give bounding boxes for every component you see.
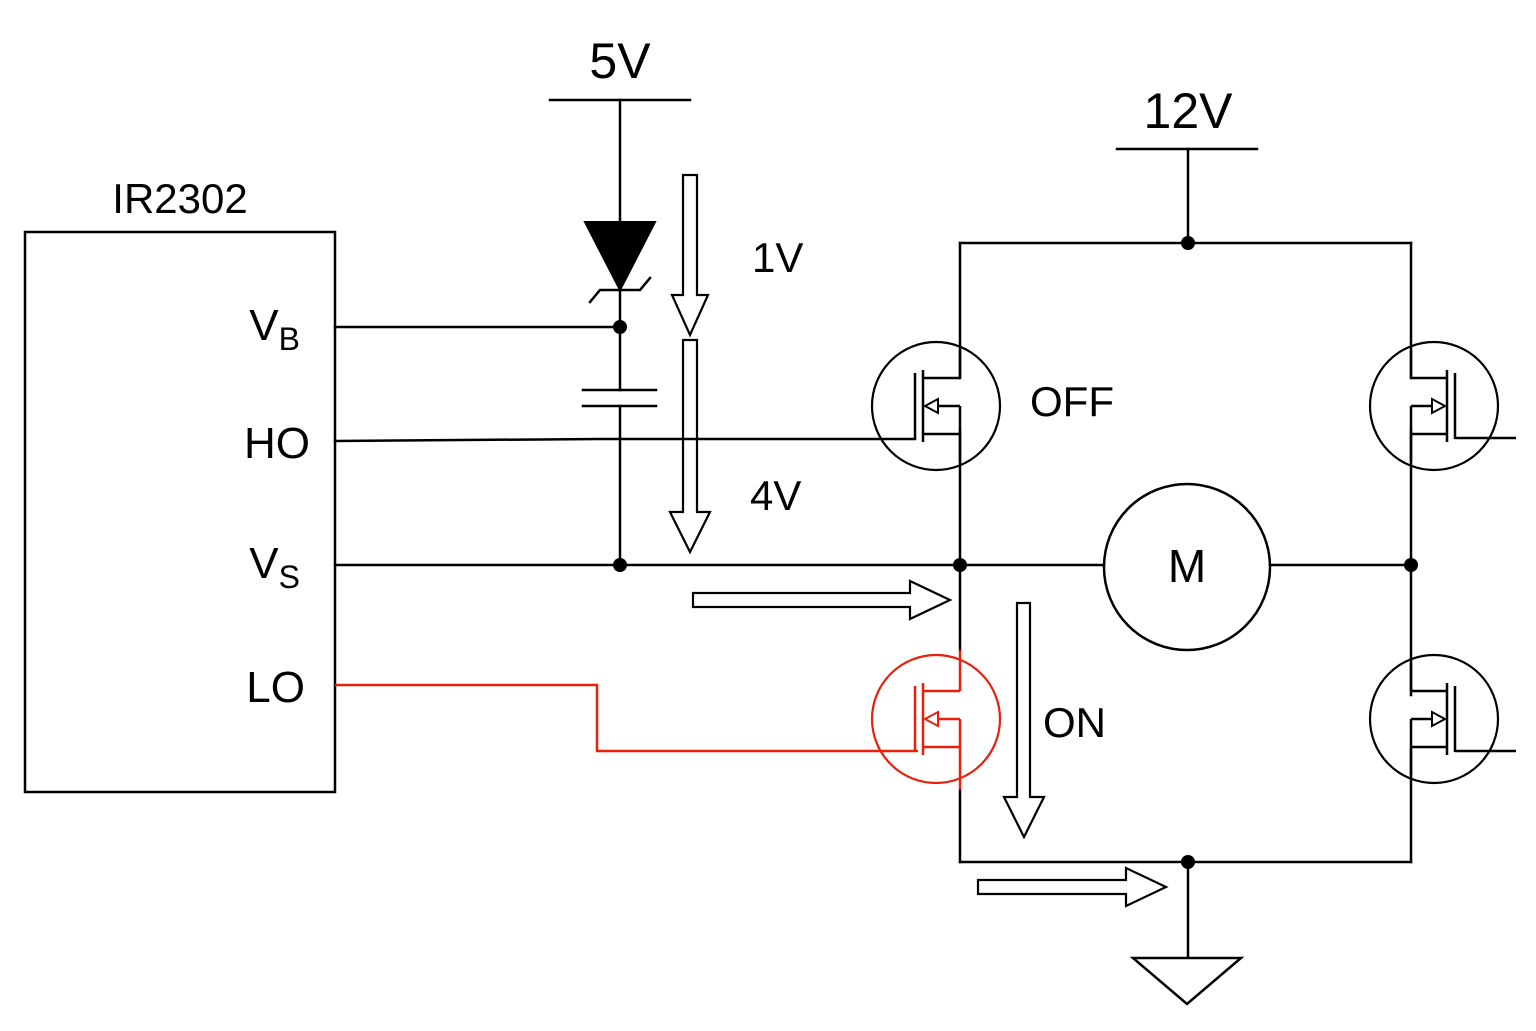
ground-symbol — [1129, 956, 1245, 1006]
driver-chip: IR2302 VB HO VS LO — [23, 175, 337, 794]
junction-right-mid — [1404, 558, 1418, 572]
gate-drive-wires — [333, 437, 962, 753]
mosfet-low-side-right — [1368, 653, 1516, 785]
pin-vs-sub: S — [279, 559, 300, 595]
arrow-down-low-side — [1002, 601, 1046, 840]
pin-vb-label: VB — [249, 301, 300, 357]
wire-ho — [333, 437, 917, 443]
pin-vs-main: V — [249, 539, 279, 588]
drop-1v-label: 1V — [752, 234, 803, 281]
pin-ho-label: HO — [244, 419, 310, 468]
h-bridge: 12V M — [953, 83, 1418, 1006]
diode-body — [583, 221, 657, 293]
voltage-drop-indicators: 1V 4V — [668, 173, 1169, 908]
pin-vs-label: VS — [249, 539, 300, 595]
pin-lo-label: LO — [246, 663, 305, 712]
arrow-down-4v — [668, 338, 712, 555]
high-side-state-label: OFF — [1030, 378, 1114, 425]
arrow-right-vs-node — [691, 579, 953, 621]
drop-4v-label: 4V — [750, 472, 801, 519]
junction-vs-node — [953, 558, 967, 572]
mosfet-low-side-left — [870, 650, 1002, 790]
bootstrap-circuit: 5V — [333, 33, 692, 572]
motor-label: M — [1168, 540, 1206, 592]
chip-body — [23, 230, 337, 794]
wire-lo — [335, 683, 918, 753]
mosfet-high-side-right — [1368, 340, 1516, 472]
supply-12v-label: 12V — [1144, 83, 1234, 139]
arrow-down-1v — [670, 173, 710, 338]
junction-top — [1181, 236, 1195, 250]
supply-5v-label: 5V — [589, 33, 651, 89]
pin-vb-sub: B — [279, 321, 300, 357]
arrow-right-ground — [976, 866, 1169, 908]
motor-body — [1102, 482, 1272, 652]
low-side-state-label: ON — [1043, 699, 1106, 746]
pin-vb-main: V — [249, 301, 279, 350]
mosfet-high-side-left — [870, 340, 1002, 472]
chip-name-label: IR2302 — [112, 175, 247, 222]
